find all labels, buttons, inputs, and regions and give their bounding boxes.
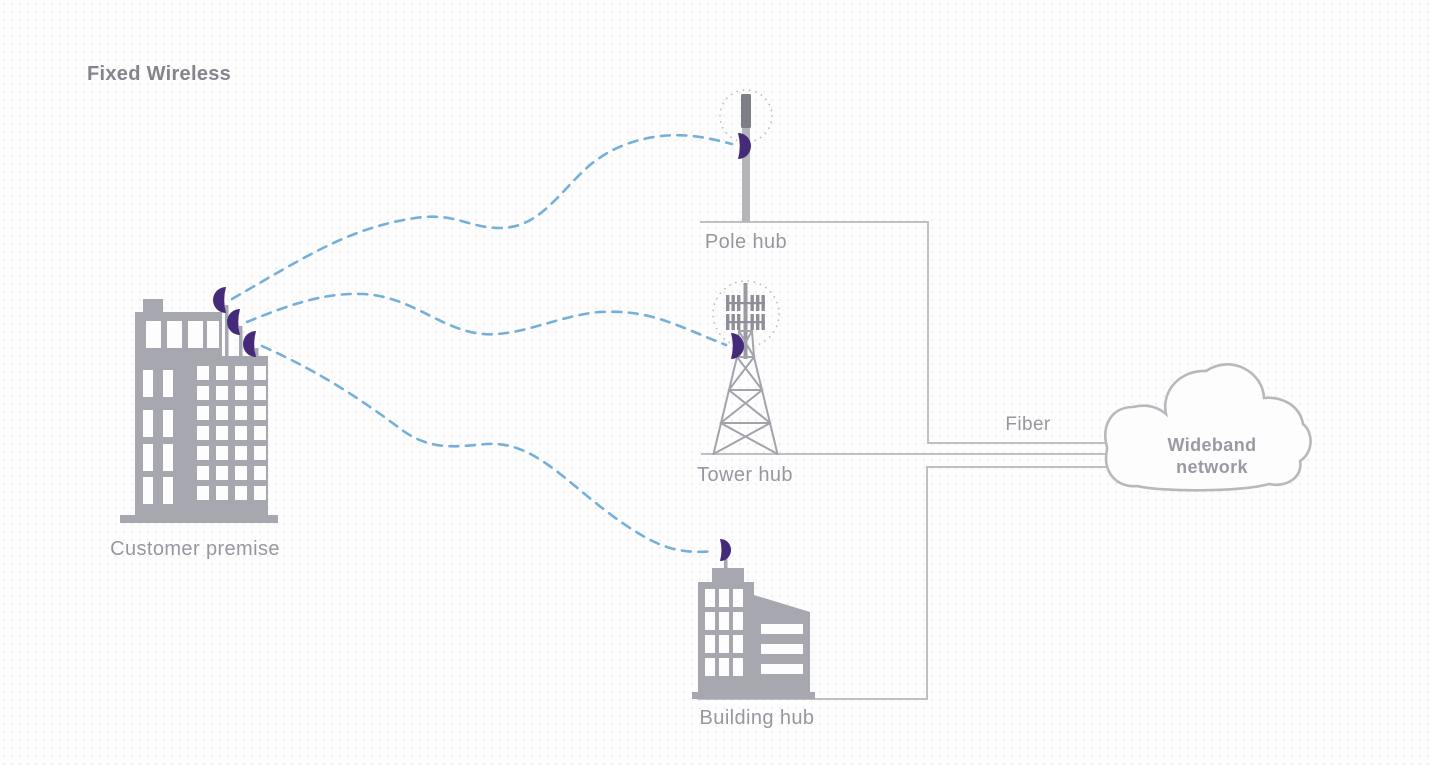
- building-chimney: [143, 299, 163, 313]
- building-top-windows: [146, 321, 219, 348]
- pole-mast: [742, 100, 750, 222]
- customer-premise-building: [120, 287, 278, 523]
- customer-antenna-masts: [225, 305, 259, 360]
- building-dish-icon: [720, 538, 732, 562]
- building-hub-rooftop-box: [712, 568, 744, 584]
- customer-dish-3-icon: [243, 331, 256, 357]
- tower-hub-halo: [712, 280, 780, 348]
- wireless-links: [230, 133, 734, 554]
- wideband-cloud: [1104, 363, 1312, 492]
- customer-dish-1-icon: [213, 287, 226, 313]
- building-tall-windows: [143, 370, 173, 504]
- tower-lattice: [712, 330, 779, 455]
- wireless-link-to-pole-hub: [230, 133, 734, 301]
- building-hub-windows: [705, 589, 803, 676]
- fiber-line-pole-to-cloud: [700, 221, 1110, 444]
- tower-antenna-array: [726, 295, 765, 330]
- pole-hub-node: [719, 89, 773, 222]
- pole-cap: [741, 94, 751, 128]
- building-hub-node: [692, 538, 815, 699]
- wireless-link-to-building-hub: [260, 344, 716, 554]
- annex-windows: [197, 366, 266, 500]
- pole-hub-halo: [719, 89, 773, 143]
- building-hub-mast: [724, 552, 728, 570]
- wireless-link-to-tower-hub: [245, 292, 728, 347]
- customer-dish-2-icon: [227, 309, 240, 335]
- building-base: [120, 515, 278, 523]
- tower-hub-node: [712, 280, 780, 455]
